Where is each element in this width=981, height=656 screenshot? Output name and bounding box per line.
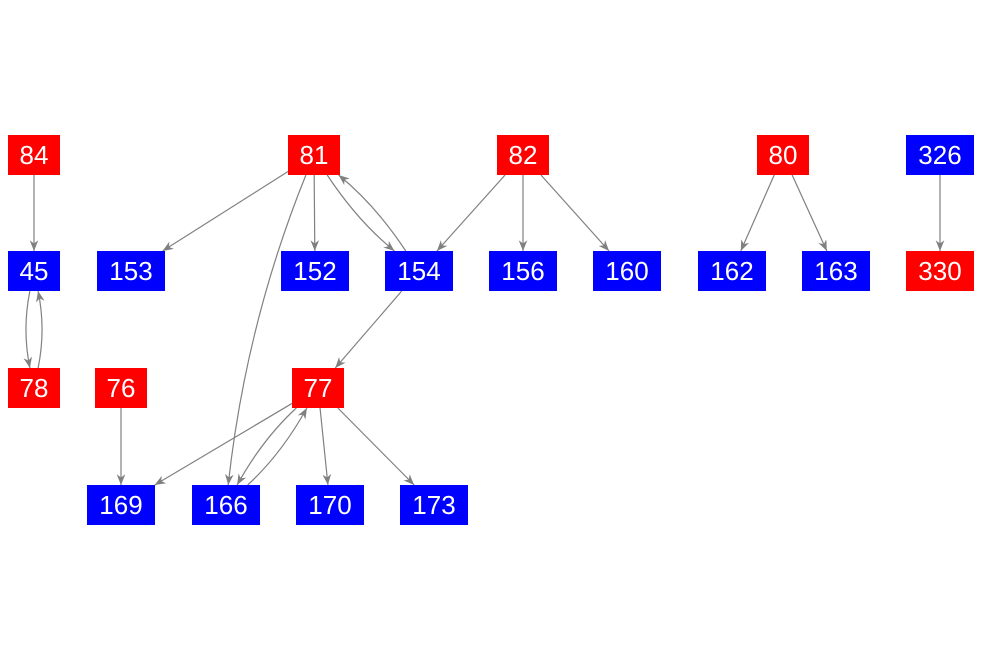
edge-45-to-78 [23, 290, 32, 369]
edge-77-to-169 [154, 402, 293, 486]
node-78[interactable]: 78 [8, 368, 60, 408]
node-326[interactable]: 326 [906, 135, 974, 175]
node-330[interactable]: 330 [906, 251, 974, 291]
edge-78-to-45 [36, 290, 45, 369]
edge-80-to-162 [740, 174, 775, 252]
edge-81-to-152 [310, 174, 320, 252]
node-173[interactable]: 173 [400, 485, 468, 525]
node-162[interactable]: 162 [698, 251, 766, 291]
node-82[interactable]: 82 [497, 135, 549, 175]
edge-77-to-173 [337, 407, 415, 486]
edge-82-to-154 [436, 174, 506, 252]
node-156[interactable]: 156 [489, 251, 557, 291]
edge-166-to-77 [247, 407, 308, 486]
edge-154-to-77 [334, 290, 403, 369]
node-170[interactable]: 170 [296, 485, 364, 525]
edge-81-to-154 [326, 174, 395, 252]
node-163[interactable]: 163 [802, 251, 870, 291]
node-80[interactable]: 80 [757, 135, 809, 175]
edge-82-to-160 [540, 174, 610, 252]
node-154[interactable]: 154 [385, 251, 453, 291]
node-77[interactable]: 77 [292, 368, 344, 408]
node-152[interactable]: 152 [281, 251, 349, 291]
node-81[interactable]: 81 [288, 135, 340, 175]
node-84[interactable]: 84 [8, 135, 60, 175]
node-169[interactable]: 169 [87, 485, 155, 525]
node-166[interactable]: 166 [192, 485, 260, 525]
edge-154-to-81 [338, 174, 407, 252]
edge-77-to-166 [236, 407, 297, 486]
node-153[interactable]: 153 [97, 251, 165, 291]
node-76[interactable]: 76 [95, 368, 147, 408]
edge-77-to-170 [319, 407, 332, 486]
edge-81-to-153 [162, 170, 289, 252]
edge-81-to-166 [225, 174, 307, 486]
node-45[interactable]: 45 [8, 251, 60, 291]
edge-80-to-163 [791, 174, 828, 252]
node-160[interactable]: 160 [593, 251, 661, 291]
